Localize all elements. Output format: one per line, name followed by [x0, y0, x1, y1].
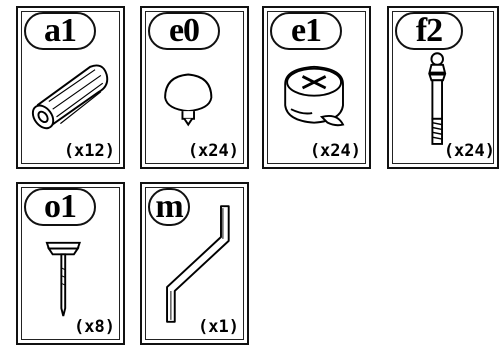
part-card-f2: f2 (x24) — [387, 6, 499, 169]
part-card-e1: e1 (x24) — [262, 6, 371, 169]
part-card-e0: e0 (x24) — [140, 6, 249, 169]
part-code: m — [155, 190, 182, 224]
part-card-a1: a1 (x12) — [16, 6, 125, 169]
part-code: a1 — [44, 14, 76, 48]
part-card-o1: o1 (x8) — [16, 182, 125, 345]
part-quantity: (x24) — [188, 141, 239, 161]
part-label-a1: a1 — [24, 12, 96, 50]
part-quantity: (x24) — [444, 141, 495, 161]
part-code: f2 — [416, 14, 442, 48]
part-label-m: m — [148, 188, 190, 226]
part-quantity: (x12) — [64, 141, 115, 161]
part-card-m: m (x1) — [140, 182, 249, 345]
part-label-e0: e0 — [148, 12, 220, 50]
part-code: o1 — [44, 190, 76, 224]
part-label-o1: o1 — [24, 188, 96, 226]
part-label-e1: e1 — [270, 12, 342, 50]
part-quantity: (x1) — [198, 317, 239, 337]
part-label-f2: f2 — [395, 12, 463, 50]
part-code: e1 — [291, 14, 321, 48]
part-quantity: (x24) — [310, 141, 361, 161]
part-quantity: (x8) — [74, 317, 115, 337]
part-code: e0 — [169, 14, 199, 48]
